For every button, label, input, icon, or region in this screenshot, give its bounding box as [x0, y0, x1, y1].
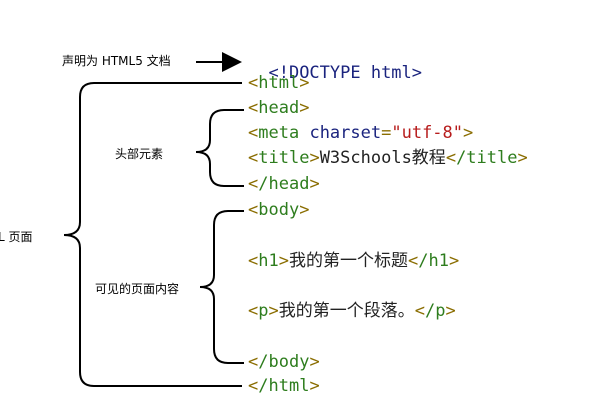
code-body-close-line: </body> [248, 352, 320, 372]
body-bracket [199, 210, 244, 364]
meta-charset-value: "utf-8" [391, 123, 464, 143]
code-html-open-line: <html> [248, 73, 310, 93]
code-body-open-line: <body> [248, 200, 310, 220]
visible-content-annotation: 可见的页面内容 [95, 282, 180, 296]
h1-close-tag: /h1 [418, 251, 449, 271]
body-close-tag: /body [258, 352, 310, 372]
head-open-tag: head [258, 98, 300, 118]
code-p-line: <p>我的第一个段落。</p> [248, 301, 456, 321]
head-elements-annotation: 头部元素 [115, 147, 164, 161]
code-title-line: <title>W3Schools教程</title> [248, 148, 528, 168]
head-bracket [195, 109, 244, 187]
body-open-tag: body [258, 200, 300, 220]
title-close-tag: /title [456, 148, 518, 168]
code-doctype-line: <!DOCTYPE html> [248, 48, 422, 82]
title-open-tag: title [258, 148, 310, 168]
code-meta-line: <meta charset="utf-8"> [248, 123, 474, 143]
p-text: 我的第一个段落。 [278, 301, 415, 321]
h1-open-tag: h1 [258, 251, 279, 271]
h1-text: 我的第一个标题 [288, 251, 408, 271]
doctype-text: <!DOCTYPE html> [268, 63, 423, 83]
doctype-annotation: 声明为 HTML5 文档 [62, 54, 171, 68]
html-open-tag: html [258, 73, 300, 93]
meta-charset-attr: charset [309, 123, 382, 143]
html-page-annotation: L 页面 [0, 230, 33, 244]
p-open-tag: p [258, 301, 269, 321]
head-close-tag: /head [258, 174, 310, 194]
code-h1-line: <h1>我的第一个标题</h1> [248, 251, 460, 271]
html-close-tag: /html [258, 376, 310, 396]
title-text: W3Schools教程 [319, 148, 446, 168]
code-head-open-line: <head> [248, 98, 310, 118]
code-head-close-line: </head> [248, 174, 320, 194]
html-page-bracket [63, 82, 242, 387]
meta-tag: meta [258, 123, 300, 143]
p-close-tag: /p [425, 301, 446, 321]
code-html-close-line: </html> [248, 376, 320, 396]
